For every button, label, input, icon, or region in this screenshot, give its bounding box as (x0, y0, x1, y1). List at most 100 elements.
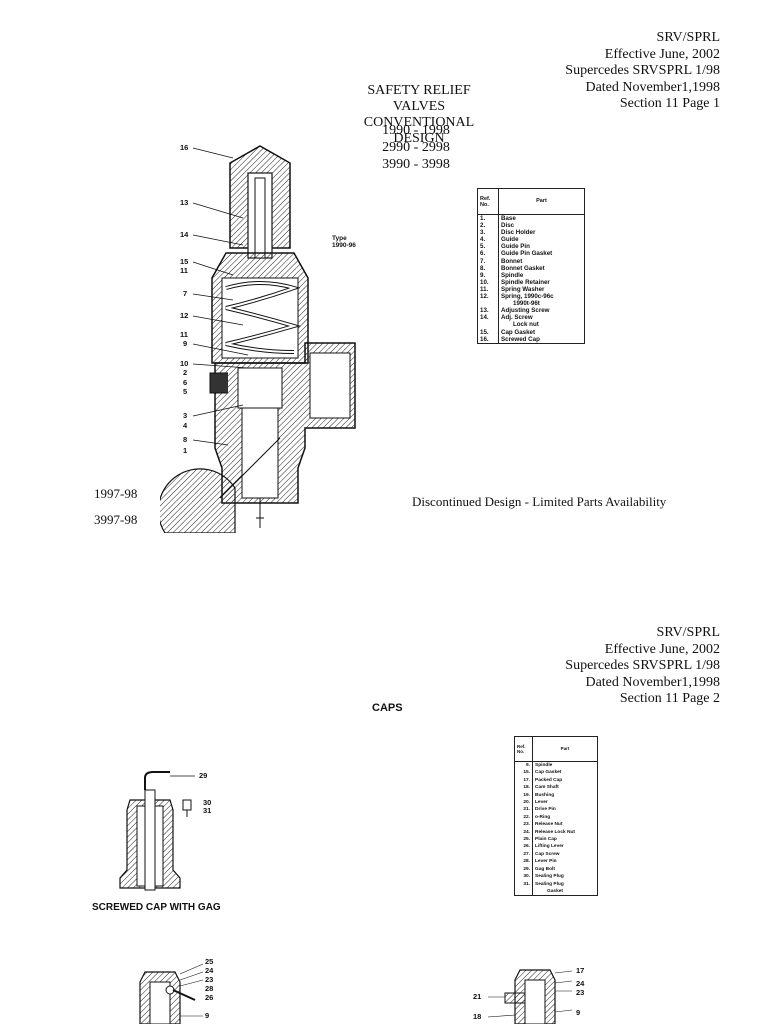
callout-number: 24 (205, 966, 214, 975)
table-row: 17.Packed Cap (514, 776, 598, 785)
table-row: 30.Sealing Plug (514, 873, 598, 881)
table-row: Lock nut (477, 321, 585, 329)
title-line: CONVENTIONAL DESIGN (363, 115, 475, 146)
callout-number: 5 (183, 387, 188, 396)
table-row: 8.Bonnet Gasket (477, 264, 585, 272)
callout-number: 9 (183, 339, 188, 348)
part-name-cell: Release Nut (535, 822, 563, 828)
part-name-cell: Lifting Lever (535, 844, 564, 850)
column-header-ref-no: Ref. No. (514, 736, 533, 762)
part-name-cell: Guide Pin (501, 243, 530, 251)
part-name-cell: Gag Bolt (535, 866, 555, 872)
callout-number: 24 (576, 979, 585, 988)
part-name-cell: Disc Holder (501, 229, 536, 237)
table-row: 6.Guide Pin Gasket (477, 250, 585, 258)
part-name-cell: o-Ring (535, 814, 551, 820)
part-name-cell: Lever (535, 800, 548, 806)
ref-number-cell: 20. (514, 799, 533, 807)
callout-number: 11 (180, 266, 188, 275)
callout-number: 12 (180, 311, 189, 320)
ref-number-cell: 9. (514, 761, 533, 770)
packed-cap-drawing (487, 969, 573, 1024)
part-name-cell: 1990t-96t (513, 300, 540, 308)
header-line: Dated November1,1998 (585, 674, 720, 690)
callout-number: 26 (205, 993, 214, 1002)
ref-number-cell: 8. (477, 264, 499, 272)
table-row: 5.Guide Pin (477, 243, 585, 251)
table-row: 11.Spring Washer (477, 285, 585, 294)
table-row: 21.Drive Pin (514, 806, 598, 814)
part-name-cell: Bonnet Gasket (501, 264, 545, 272)
spring-icon (225, 281, 302, 354)
header-line: SRV/SPRL (656, 625, 720, 640)
variant-label: 3997-98 (94, 512, 138, 527)
callout-number: 11 (180, 330, 188, 339)
callout-number: 4 (183, 421, 188, 430)
ref-number-cell: 31. (514, 880, 533, 888)
part-name-cell: Bushing (535, 792, 555, 798)
ref-number-cell: 16. (477, 335, 499, 344)
ref-number-cell: 25. (514, 836, 533, 844)
header-line: Supercedes SRVSPRL 1/98 (565, 63, 720, 78)
part-name-cell: Cap Screw (535, 851, 560, 857)
table-row: 26.Lifting Lever (514, 843, 598, 851)
ref-number-cell: 2. (477, 222, 499, 230)
callout-number: 18 (473, 1012, 482, 1021)
model-range: 1990 - 1998 (382, 123, 450, 138)
header-line: SRV/SPRL (656, 30, 720, 45)
table-row: 1.Base (477, 214, 585, 223)
ref-number-cell (514, 887, 533, 896)
column-header-ref-no: Ref. No. (477, 188, 499, 215)
part-name-cell: Guide (501, 236, 519, 244)
callout-number: 9 (576, 1008, 581, 1017)
ref-number-cell: 14. (477, 314, 499, 322)
ref-number-cell: 1. (477, 214, 499, 223)
part-name-cell: Sealing Plug (535, 881, 564, 887)
callout-number: 3 (183, 411, 188, 420)
part-name-cell: Adj. Screw (501, 314, 533, 322)
ref-number-cell: 5. (477, 243, 499, 251)
table-row: 15.Cap Gasket (477, 328, 585, 336)
part-name-cell: Screwed Cap (501, 335, 540, 343)
table-row: 29.Gag Bolt (514, 865, 598, 874)
column-header-part: Part (498, 188, 585, 215)
table-row: 3.Disc Holder (477, 229, 585, 237)
part-name-cell: Sealing Plug (535, 874, 564, 880)
ref-number-cell: 9. (477, 271, 499, 279)
table-row: 9.Spindle (514, 761, 598, 770)
callout-number: 2 (183, 368, 188, 377)
page1-header: SRV/SPRL Effective June, 2002 Supercedes… (565, 30, 720, 113)
table-row: 2.Disc (477, 222, 585, 230)
table-row: 18.Cam Shaft (514, 784, 598, 792)
ref-number-cell: 15. (514, 769, 533, 777)
ref-number-cell (477, 300, 499, 308)
callout-number: 13 (180, 198, 189, 207)
part-name-cell: Disc (501, 222, 515, 230)
part-name-cell: Spring, 1990c-96c (501, 293, 554, 301)
part-name-cell: Release Lock Nut (535, 829, 575, 835)
ref-number-cell: 12. (477, 293, 499, 301)
callout-number: 21 (473, 992, 482, 1001)
callout-number: 14 (180, 230, 189, 239)
table-row: 13.Adjusting Screw (477, 307, 585, 315)
page1-title: SAFETY RELIEF VALVES CONVENTIONAL DESIGN (343, 83, 495, 147)
ref-number-cell: 4. (477, 236, 499, 244)
table-row: Gasket (514, 887, 598, 896)
table-row: 1990t-96t (477, 300, 585, 308)
variant-label: 1997-98 (94, 486, 138, 501)
table-row: 31.Sealing Plug (514, 880, 598, 888)
part-name-cell: Adjusting Screw (501, 307, 550, 315)
valve-cross-section-drawing (160, 145, 356, 533)
ref-number-cell: 21. (514, 806, 533, 814)
table-row: 24.Release Lock Nut (514, 828, 598, 837)
part-name-cell: Spindle (501, 271, 524, 279)
header-line: Section 11 Page 1 (619, 96, 720, 111)
part-name-cell: Guide Pin Gasket (501, 250, 553, 258)
part-name-cell: Cam Shaft (535, 785, 559, 791)
part-name-cell: Spring Washer (501, 285, 545, 293)
callout-number: 29 (199, 771, 208, 780)
table-header-row: Ref. No. Part (514, 736, 598, 762)
ref-number-cell: 18. (514, 784, 533, 792)
